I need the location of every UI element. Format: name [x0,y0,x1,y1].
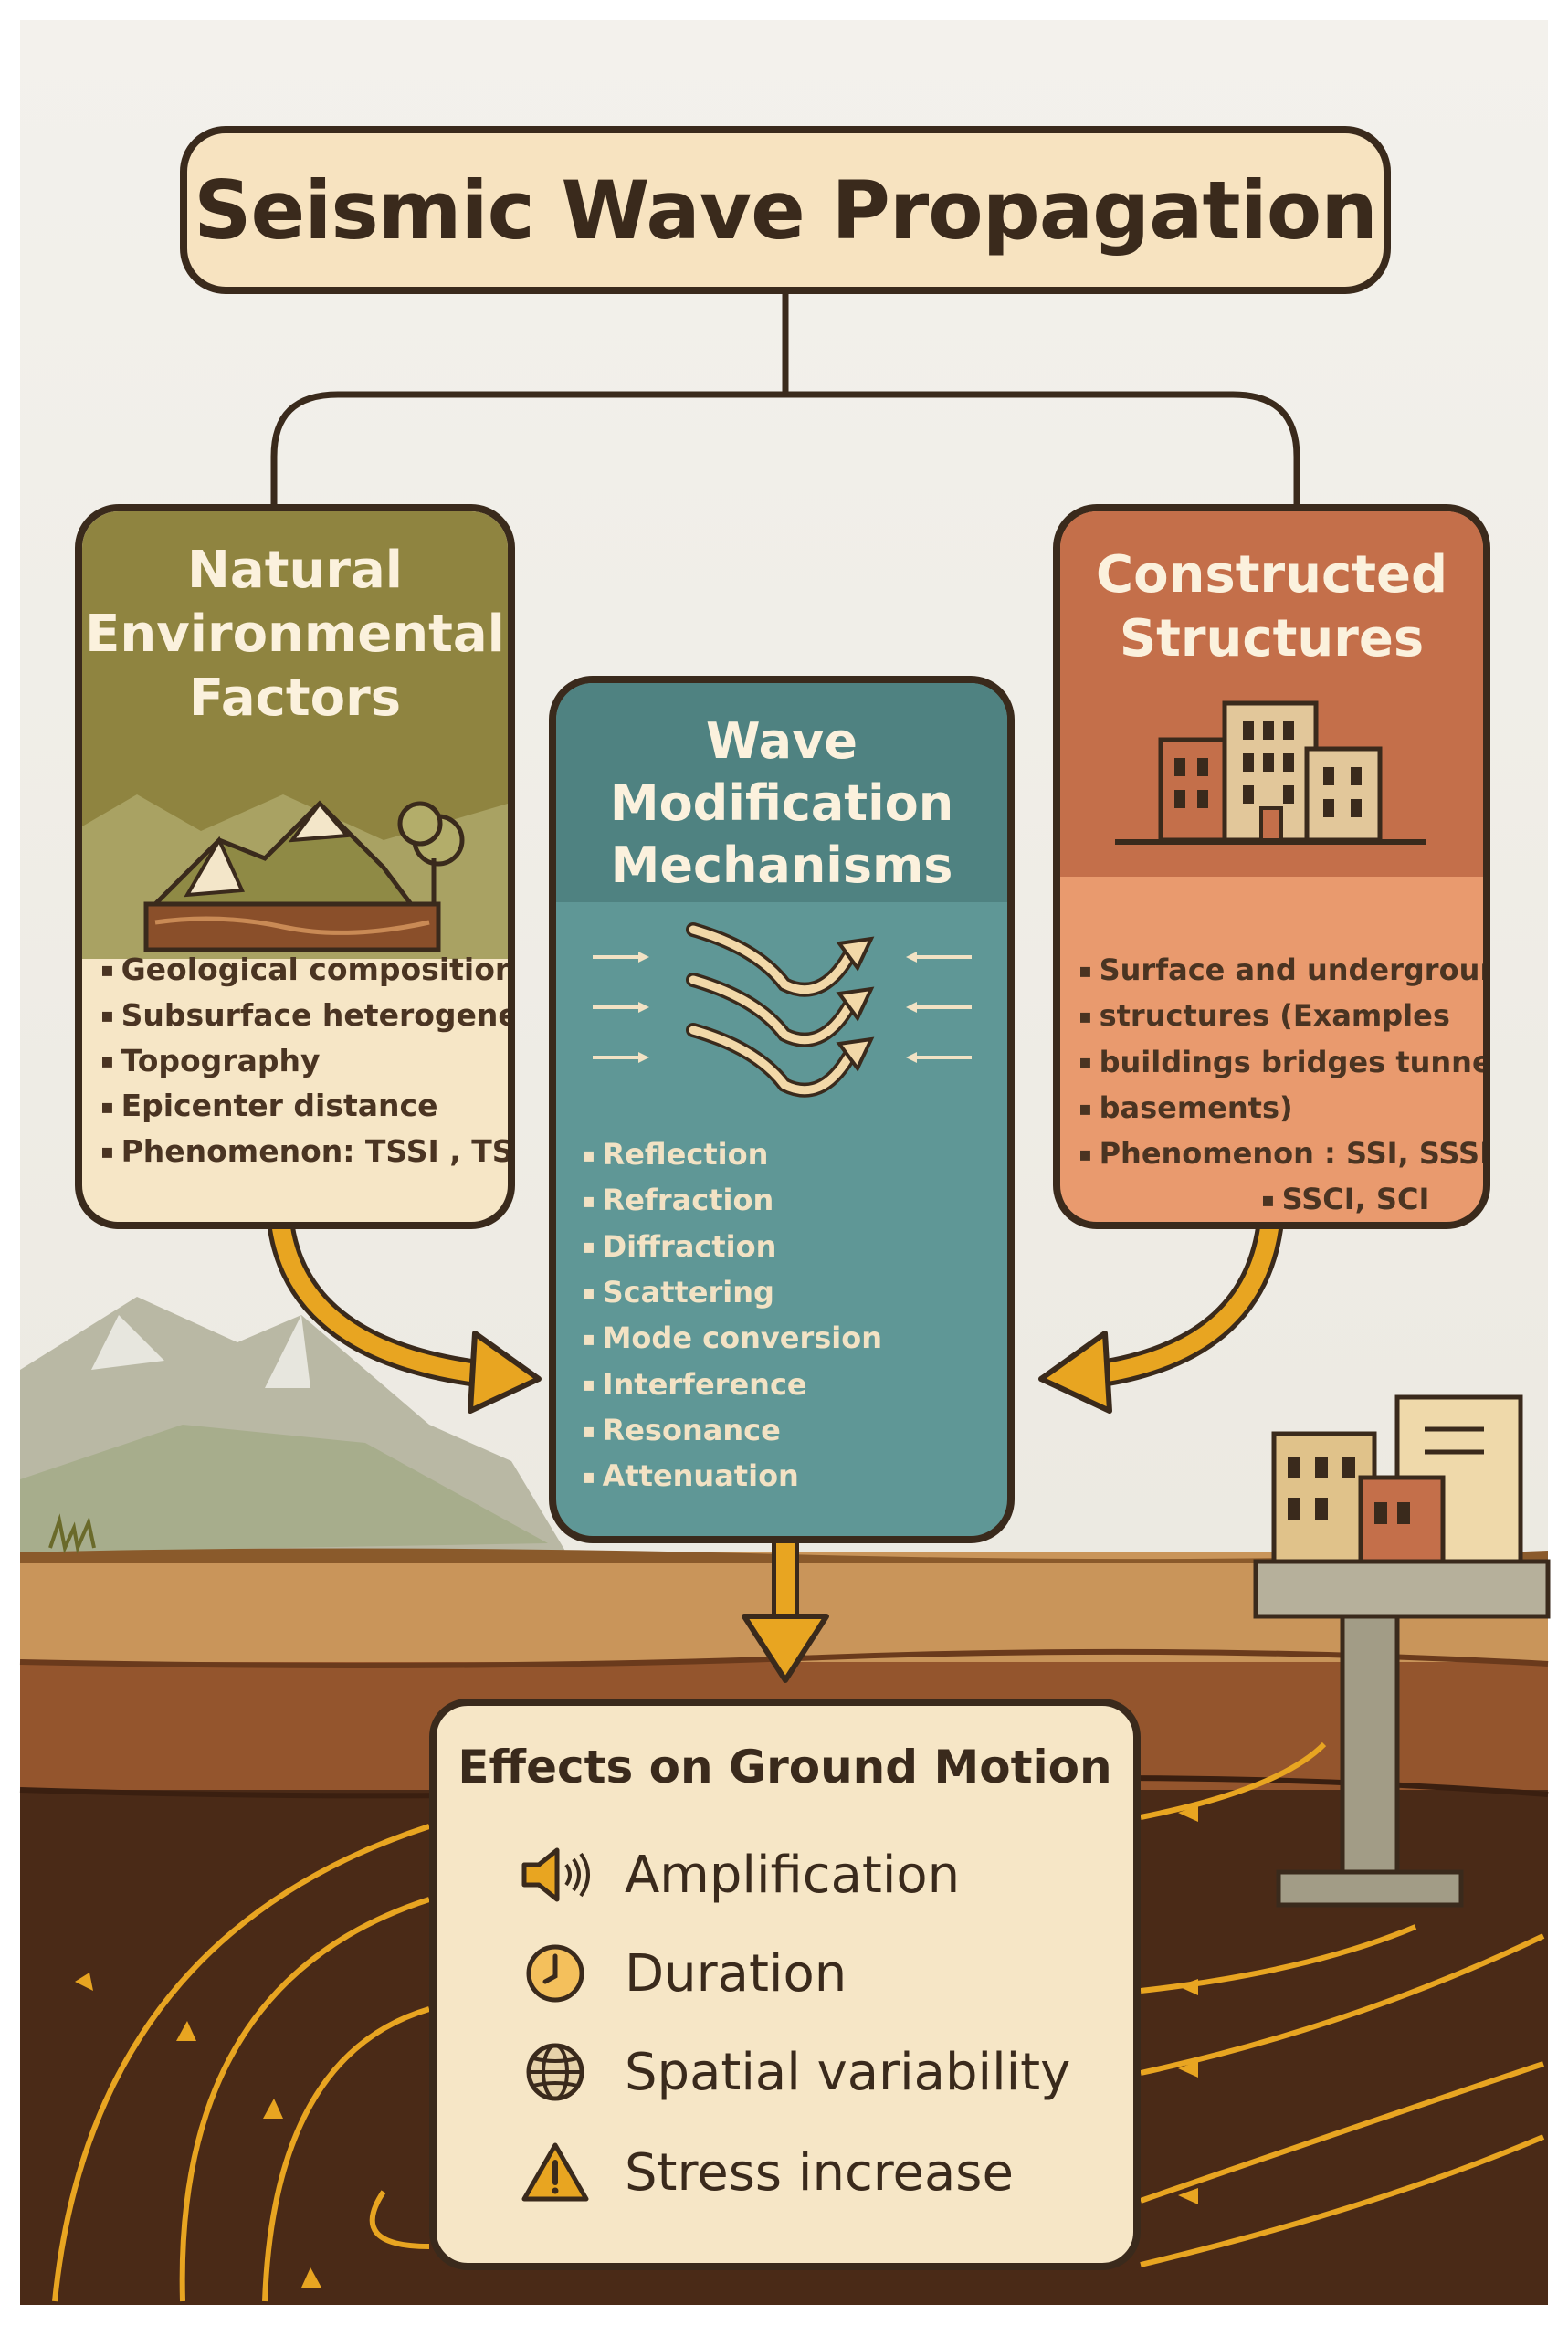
effect-item: Stress increase [519,2131,1014,2214]
constructed-title-line: Constructed [1095,545,1448,605]
constructed-title-line: Structures [1119,609,1425,668]
buildings-icon [1115,700,1426,845]
list-item: buildings bridges tunnels [1079,1040,1483,1086]
mechanism-title-line: Mechanisms [610,836,953,894]
list-item: Diffraction [582,1225,882,1270]
wave-direction-arrows [75,1805,1198,2288]
city-buildings [1253,1394,1551,1908]
effects-panel: Effects on Ground Motion Amplification D… [429,1699,1141,2270]
list-item: Attenuation [582,1454,882,1499]
natural-title-line: Environmental [85,605,505,664]
list-item: SSCI, SCI [1079,1177,1483,1222]
landscape-icon [82,794,508,959]
title-connector [270,294,1300,504]
list-item: Phenomenon: TSSI , TSSSI [100,1130,508,1175]
list-item: Scattering [582,1270,882,1316]
list-item: Phenomenon : SSI, SSSI, [1079,1131,1483,1177]
warning-icon [519,2136,592,2209]
mechanism-title-line: Wave [706,712,858,770]
list-item: Resonance [582,1408,882,1454]
page-title: Seismic Wave Propagation [194,163,1378,258]
list-item: Epicenter distance [100,1084,508,1130]
speaker-icon [519,1838,592,1911]
natural-factors-panel: Natural Environmental Factors Geological… [75,504,515,1229]
constructed-panel-title: Constructed Structures [1060,543,1483,671]
wave-mechanisms-panel: Wave Modification Mechanisms [549,676,1015,1543]
mechanism-title-line: Modification [609,774,954,832]
natural-title-line: Natural [187,541,403,600]
title-box: Seismic Wave Propagation [180,126,1391,294]
effect-item: Amplification [519,1834,960,1916]
list-item: Mode conversion [582,1316,882,1362]
list-item: structures (Examples [1079,994,1483,1039]
list-item: Topography [100,1039,508,1085]
mechanism-panel-header-bg [556,683,1007,902]
mechanisms-list: Reflection Refraction Diffraction Scatte… [582,1132,882,1500]
mechanism-panel-title: Wave Modification Mechanisms [556,710,1007,897]
effect-label: Amplification [625,1845,961,1905]
list-item: Subsurface heterogeneity [100,994,508,1039]
natural-factors-list: Geological composition Subsurface hetero… [100,948,508,1175]
clock-icon [519,1937,592,2010]
effect-label: Stress increase [625,2142,1014,2203]
natural-panel-title: Natural Environmental Factors [82,539,508,731]
hills-left [20,1425,548,1552]
effect-label: Spatial variability [625,2042,1071,2102]
list-item: basements) [1079,1086,1483,1131]
list-item: Interference [582,1362,882,1408]
arrow-heads [468,1331,1112,1683]
effect-item: Spatial variability [519,2031,1070,2113]
seismic-wave-paths [52,1741,1545,2302]
list-item: Refraction [582,1178,882,1224]
wave-mechanism-icon [593,922,972,1098]
natural-title-line: Factors [188,668,402,728]
globe-icon [519,2036,592,2109]
effects-title: Effects on Ground Motion [458,1741,1112,1794]
effect-item: Duration [519,1932,847,2015]
list-item: Reflection [582,1132,882,1178]
list-item: Geological composition [100,948,508,994]
effect-label: Duration [625,1943,847,2004]
constructed-structures-list: Surface and underground structures (Exam… [1079,948,1483,1222]
list-item: Surface and underground [1079,948,1483,994]
constructed-structures-panel: Constructed Structures Surface and under… [1053,504,1490,1229]
